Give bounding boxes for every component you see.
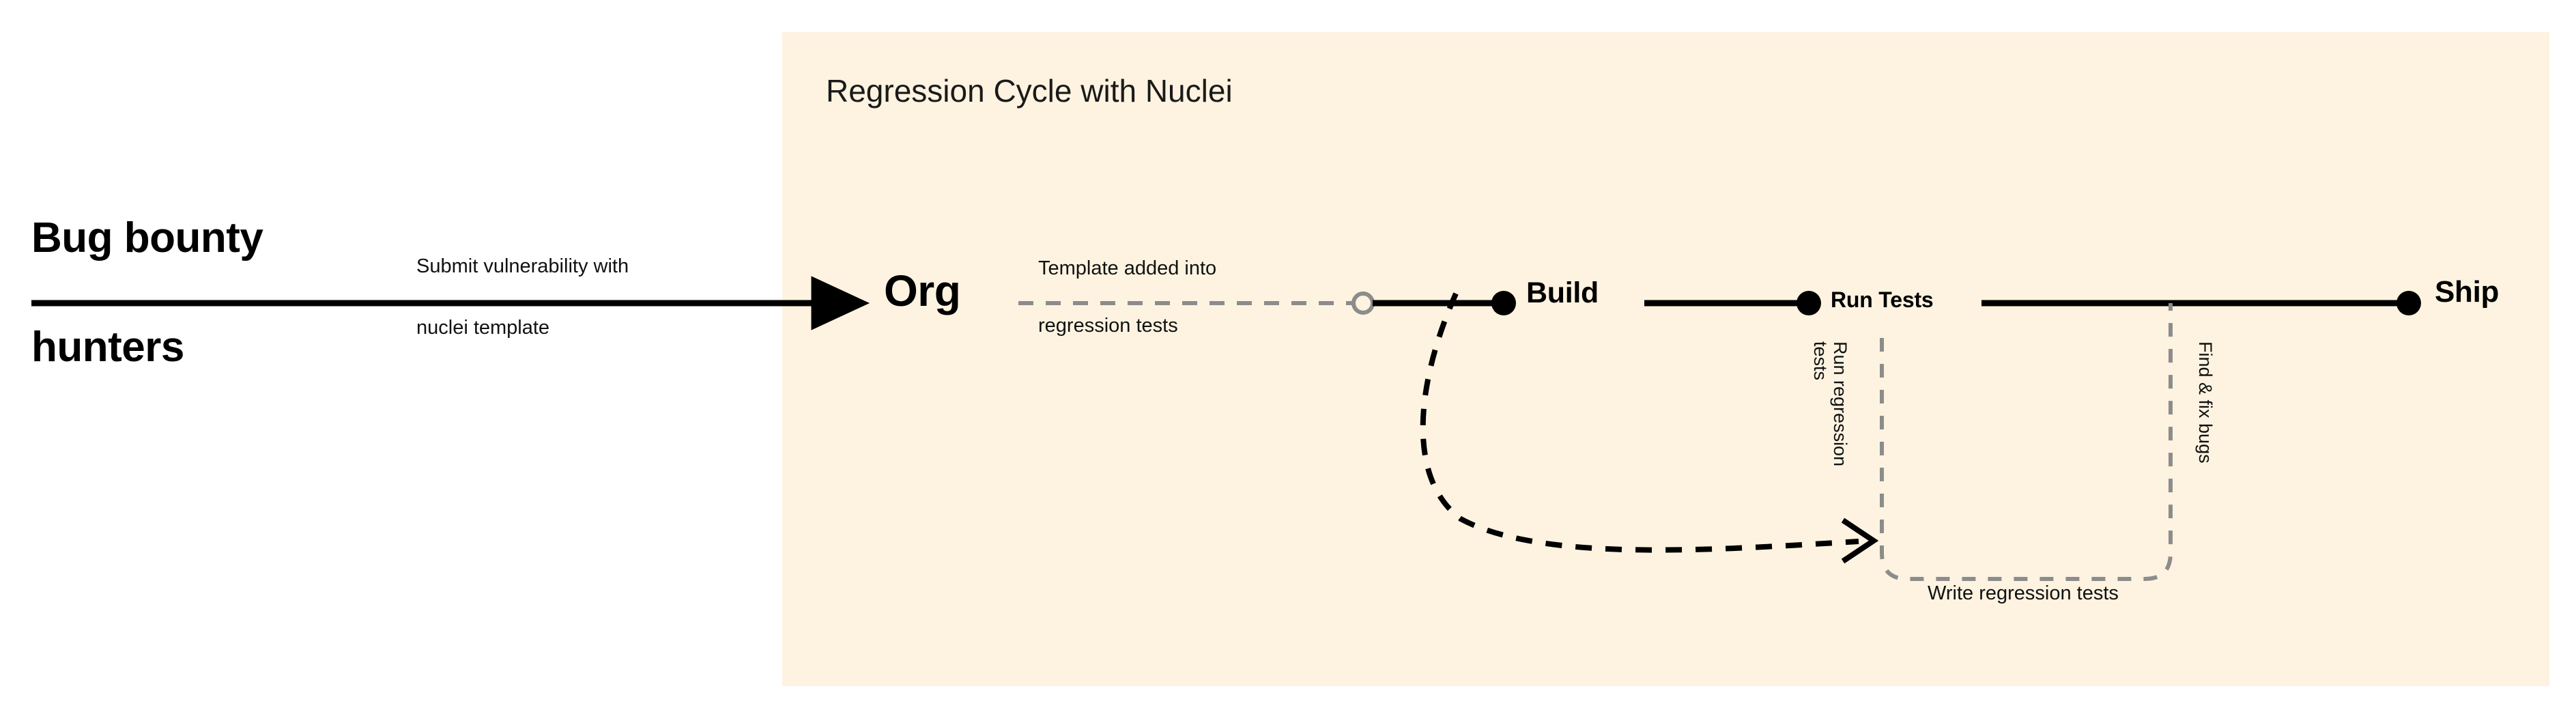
bracket-caption: Write regression tests <box>1928 582 2119 604</box>
source-label-line1: Bug bounty <box>31 214 263 261</box>
feedback-loop-label: Run regression tests <box>1810 341 1850 567</box>
template-edge-label-line1: Template added into <box>1038 257 1217 279</box>
build-node-dot <box>1491 291 1516 315</box>
template-edge-label-line2: regression tests <box>1038 315 1178 337</box>
submit-edge-label-line1: Submit vulnerability with <box>416 255 629 277</box>
node-label-ship[interactable]: Ship <box>2435 275 2500 309</box>
node-label-build[interactable]: Build <box>1526 277 1599 309</box>
node-label-run-tests[interactable]: Run Tests <box>1831 287 1934 312</box>
panel-title: Regression Cycle with Nuclei <box>826 73 1233 109</box>
fix-edge-label: Find & fix bugs <box>2195 341 2216 464</box>
regression-cycle-panel <box>782 32 2549 686</box>
run-tests-node-dot <box>1797 291 1821 315</box>
ship-node-dot <box>2396 291 2421 315</box>
open-circle-connector-icon <box>1351 292 1375 315</box>
submit-edge-label-line2: nuclei template <box>416 317 550 339</box>
feedback-loop-curve <box>1420 292 1859 553</box>
feedback-loop-label-line1: Run regression <box>1830 341 1850 467</box>
feedback-loop-arrowhead-icon <box>1841 518 1879 564</box>
write-regression-tests-bracket <box>1880 303 2173 581</box>
node-label-org[interactable]: Org <box>884 266 961 315</box>
source-label-line2: hunters <box>31 324 184 371</box>
feedback-loop-label-line2: tests <box>1809 341 1831 381</box>
